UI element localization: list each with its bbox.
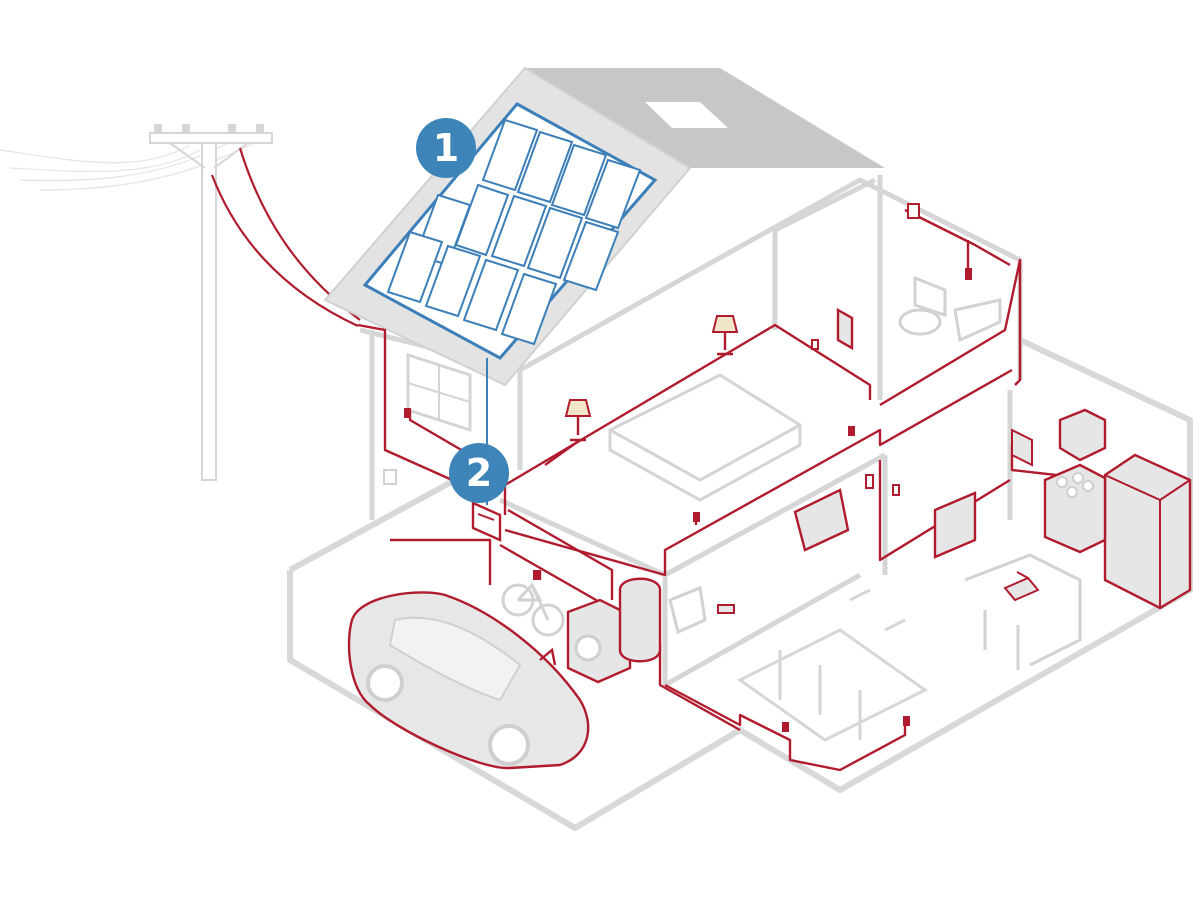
inverter-icon (471, 501, 502, 542)
stove-icon (1043, 463, 1107, 554)
phone (717, 604, 735, 614)
solar-panel-array-marker: 1 (416, 118, 476, 178)
electric-meter (383, 469, 397, 485)
window (406, 352, 472, 433)
bicycle-icon (501, 582, 565, 637)
sink-icon (953, 298, 1002, 343)
inverter-marker: 2 (449, 443, 509, 503)
washing-machine-icon (566, 598, 632, 684)
bed-icon (608, 373, 802, 502)
car-icon (347, 591, 590, 770)
kitchen-island (964, 553, 1082, 670)
dishwasher-icon (933, 491, 977, 559)
lamp-icon (711, 315, 739, 356)
armchair (668, 585, 707, 635)
outlets (404, 203, 972, 732)
toilet-icon (898, 275, 947, 336)
solar-cells (386, 118, 642, 346)
dining-table-icon (737, 588, 928, 742)
laptop-icon (1003, 571, 1040, 602)
house-structure (359, 175, 1023, 688)
tv-icon (793, 488, 850, 552)
refrigerator-icon (1103, 453, 1192, 610)
marker-label-2: 2 (466, 451, 492, 495)
overhead-power-lines (0, 139, 261, 191)
water-heater-icon (618, 577, 662, 663)
lamp-icon (564, 399, 592, 442)
marker-label-1: 1 (433, 126, 459, 170)
microwave-icon (1058, 408, 1107, 462)
coffee-maker (1011, 428, 1033, 467)
solar-panel-icon (362, 102, 658, 360)
utility-pole-icon (149, 124, 273, 481)
wall-heater (836, 307, 854, 351)
